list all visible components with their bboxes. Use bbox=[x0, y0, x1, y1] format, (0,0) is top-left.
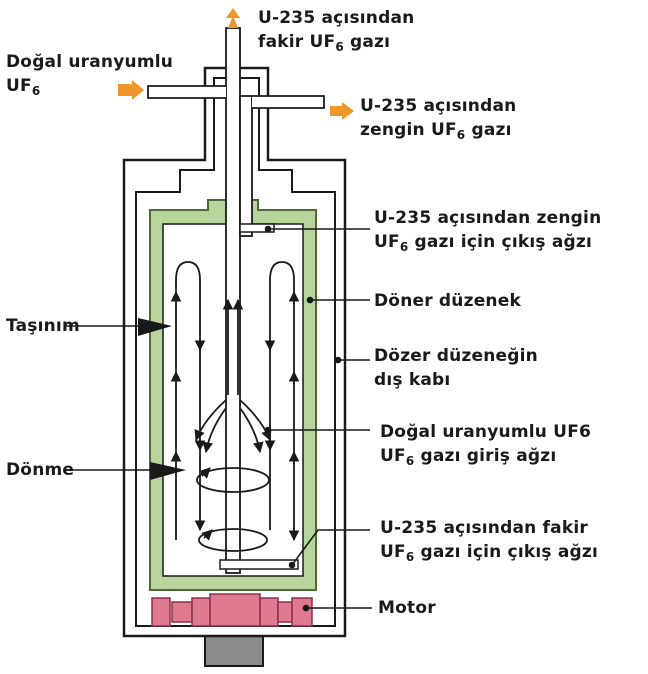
enriched-exit-scoop bbox=[239, 223, 275, 233]
enriched-out-label: U-235 açısından zengin UF6 gazı bbox=[360, 96, 517, 142]
convection-flow bbox=[170, 261, 300, 552]
natural-in-arrow bbox=[118, 80, 144, 100]
feed-inlet-label: Doğal uranyumlu UF6 UF6 gazı giriş ağzı bbox=[380, 422, 592, 468]
enriched-exit-label: U-235 açısından zengin UF6 gazı için çık… bbox=[374, 208, 602, 254]
depleted-out-arrow bbox=[226, 8, 240, 28]
base-pedestal bbox=[204, 635, 264, 667]
casing-label: Dözer düzeneğin dış kabı bbox=[374, 346, 538, 390]
depleted-exit-scoop bbox=[219, 559, 299, 570]
callout-lines bbox=[64, 225, 372, 612]
rotation-label: Dönme bbox=[6, 460, 75, 480]
natural-in-label: Doğal uranyumlu UF6 bbox=[6, 52, 174, 98]
depleted-exit-label: U-235 açısından fakir UF6 gazı için çıkı… bbox=[380, 518, 598, 564]
depleted-out-label: U-235 açısından fakir UF6 gazı bbox=[258, 8, 415, 54]
motor-label: Motor bbox=[378, 598, 436, 618]
convection-label: Taşınım bbox=[6, 316, 80, 336]
motor-block bbox=[151, 593, 313, 627]
rotor-label: Döner düzenek bbox=[374, 291, 521, 311]
rotation-pointer bbox=[150, 462, 186, 480]
convection-pointer bbox=[138, 318, 172, 336]
enriched-out-arrow bbox=[330, 102, 354, 120]
